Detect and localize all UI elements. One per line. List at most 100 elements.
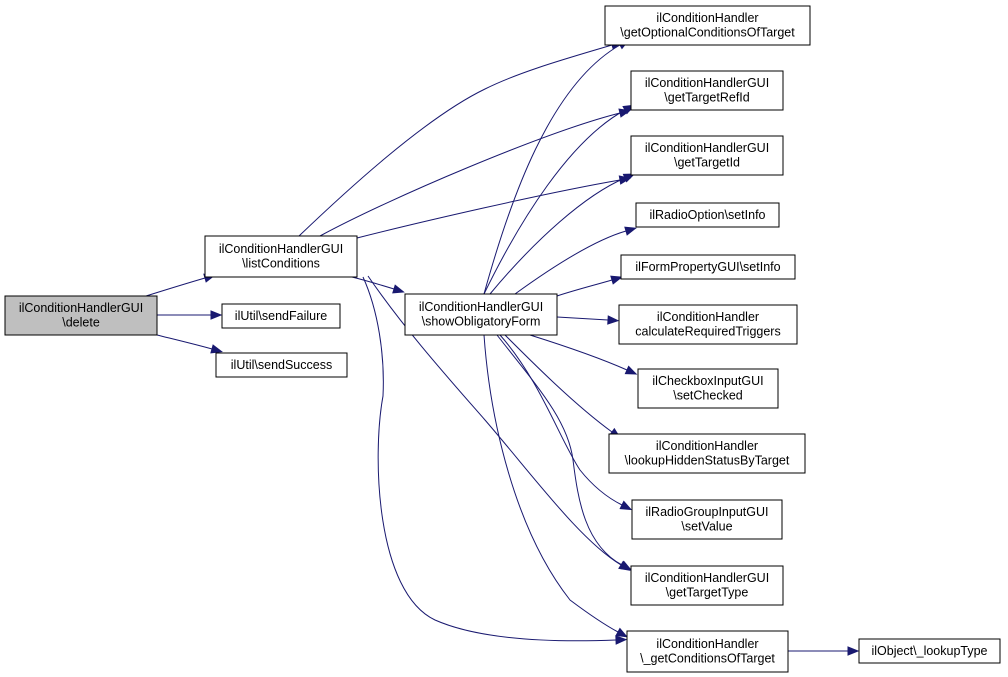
edge-showObligatoryForm-to-calculateRequiredTriggers bbox=[556, 315, 620, 325]
node-label-line: ilConditionHandlerGUI bbox=[645, 571, 769, 585]
node-label-line: \getTargetId bbox=[674, 156, 740, 170]
edge-line bbox=[489, 177, 626, 295]
edge-line bbox=[298, 44, 613, 237]
edge-showObligatoryForm-to-getTargetType bbox=[496, 334, 632, 571]
node-label-line: \setValue bbox=[681, 520, 732, 534]
arrowhead bbox=[615, 627, 628, 638]
arrowhead bbox=[624, 365, 638, 375]
arrowhead bbox=[624, 226, 637, 236]
node-calculateRequiredTriggers[interactable]: ilConditionHandlercalculateRequiredTrigg… bbox=[618, 304, 798, 345]
node-box bbox=[608, 433, 806, 474]
arrowhead bbox=[619, 560, 632, 571]
node-box bbox=[630, 70, 784, 111]
node-lookupHiddenStatusByTarget[interactable]: ilConditionHandler\lookupHiddenStatusByT… bbox=[608, 433, 806, 474]
node-label-line: \setChecked bbox=[673, 389, 743, 403]
node-showObligatoryForm[interactable]: ilConditionHandlerGUI\showObligatoryForm bbox=[404, 293, 558, 336]
node-label-line: \getTargetRefId bbox=[664, 91, 750, 105]
edge-showObligatoryForm-to-setValue bbox=[499, 334, 633, 511]
node-label-line: ilRadioGroupInputGUI bbox=[646, 505, 769, 519]
node-label-line: \getOptionalConditionsOfTarget bbox=[620, 26, 795, 40]
node-radioSetInfo[interactable]: ilRadioOption\setInfo bbox=[635, 202, 780, 228]
node-getTargetType[interactable]: ilConditionHandlerGUI\getTargetType bbox=[630, 565, 784, 606]
edge-listConditions-to-showObligatoryForm bbox=[351, 276, 405, 294]
edge-listConditions-to-getConditionsOfTarget bbox=[362, 276, 628, 645]
node-box bbox=[635, 202, 780, 228]
node-box bbox=[626, 630, 789, 673]
node-label-line: ilConditionHandler bbox=[657, 310, 759, 324]
node-sendFailure[interactable]: ilUtil\sendFailure bbox=[221, 303, 341, 329]
node-listConditions[interactable]: ilConditionHandlerGUI\listConditions bbox=[204, 235, 358, 278]
node-box bbox=[618, 304, 798, 345]
node-label-line: ilConditionHandlerGUI bbox=[219, 242, 343, 256]
node-lookupType[interactable]: ilObject\_lookupType bbox=[858, 638, 1001, 664]
node-box bbox=[604, 5, 811, 46]
node-label-line: \listConditions bbox=[242, 257, 320, 271]
edge-showObligatoryForm-to-formSetInfo bbox=[556, 275, 623, 297]
node-label-line: ilUtil\sendSuccess bbox=[231, 358, 332, 372]
edge-line bbox=[556, 316, 609, 321]
edges-layer bbox=[145, 39, 860, 656]
node-setValue[interactable]: ilRadioGroupInputGUI\setValue bbox=[631, 499, 783, 540]
node-box bbox=[637, 368, 779, 409]
node-label-line: ilRadioOption\setInfo bbox=[649, 208, 765, 222]
node-label-line: \delete bbox=[62, 316, 100, 330]
node-getTargetId[interactable]: ilConditionHandlerGUI\getTargetId bbox=[630, 135, 784, 176]
edge-line bbox=[556, 279, 613, 297]
node-label-line: ilConditionHandler bbox=[656, 11, 758, 25]
node-label-line: \lookupHiddenStatusByTarget bbox=[625, 454, 790, 468]
node-getOptionalConditionsOfTarget[interactable]: ilConditionHandler\getOptionalConditions… bbox=[604, 5, 811, 46]
edge-line bbox=[483, 109, 626, 295]
edge-showObligatoryForm-to-radioSetInfo bbox=[514, 226, 637, 295]
node-label-line: ilConditionHandlerGUI bbox=[19, 301, 143, 315]
edge-delete-to-sendFailure bbox=[157, 310, 223, 320]
arrowhead bbox=[615, 635, 628, 645]
edge-listConditions-to-getTargetId bbox=[356, 175, 632, 239]
node-box bbox=[630, 135, 784, 176]
node-box bbox=[4, 295, 158, 336]
node-box bbox=[620, 254, 796, 280]
edge-line bbox=[496, 334, 623, 566]
arrowhead bbox=[392, 284, 405, 294]
arrowhead bbox=[210, 344, 223, 354]
node-label-line: ilObject\_lookupType bbox=[871, 644, 987, 658]
node-label-line: \showObligatoryForm bbox=[422, 315, 541, 329]
edge-showObligatoryForm-to-getTargetRefId bbox=[483, 104, 635, 295]
node-label-line: calculateRequiredTriggers bbox=[635, 325, 780, 339]
arrowhead bbox=[210, 310, 223, 320]
arrowhead bbox=[619, 500, 633, 511]
node-getConditionsOfTarget[interactable]: ilConditionHandler\_getConditionsOfTarge… bbox=[626, 630, 789, 673]
arrowhead bbox=[622, 173, 636, 183]
node-label-line: \getTargetType bbox=[666, 586, 749, 600]
node-getTargetRefId[interactable]: ilConditionHandlerGUI\getTargetRefId bbox=[630, 70, 784, 111]
arrowhead bbox=[607, 315, 620, 325]
node-formSetInfo[interactable]: ilFormPropertyGUI\setInfo bbox=[620, 254, 796, 280]
edge-line bbox=[529, 334, 628, 371]
edge-line bbox=[504, 334, 613, 433]
node-box bbox=[858, 638, 1001, 664]
edge-showObligatoryForm-to-lookupHiddenStatusByTarget bbox=[504, 334, 622, 439]
edge-line bbox=[319, 112, 621, 237]
node-setChecked[interactable]: ilCheckboxInputGUI\setChecked bbox=[637, 368, 779, 409]
node-label-line: ilConditionHandler bbox=[656, 637, 758, 651]
node-sendSuccess[interactable]: ilUtil\sendSuccess bbox=[215, 352, 348, 378]
edge-delete-to-listConditions bbox=[145, 273, 216, 297]
node-box bbox=[204, 235, 358, 278]
edge-showObligatoryForm-to-setChecked bbox=[529, 334, 638, 375]
node-label-line: ilConditionHandlerGUI bbox=[645, 141, 769, 155]
node-label-line: ilFormPropertyGUI\setInfo bbox=[635, 260, 780, 274]
nodes-layer: ilConditionHandlerGUI\deleteilConditionH… bbox=[4, 5, 1001, 673]
node-box bbox=[631, 499, 783, 540]
node-label-line: ilConditionHandlerGUI bbox=[645, 76, 769, 90]
edge-showObligatoryForm-to-getConditionsOfTarget bbox=[483, 334, 628, 638]
edge-line bbox=[156, 334, 213, 350]
edge-line bbox=[362, 276, 617, 642]
edge-line bbox=[356, 179, 621, 239]
edge-line bbox=[483, 334, 619, 633]
node-delete[interactable]: ilConditionHandlerGUI\delete bbox=[4, 295, 158, 336]
edge-getConditionsOfTarget-to-lookupType bbox=[787, 646, 860, 656]
edge-line bbox=[514, 230, 627, 295]
edge-listConditions-to-getTargetRefId bbox=[319, 108, 631, 237]
edge-listConditions-to-getOptionalConditionsOfTarget bbox=[298, 40, 623, 237]
node-box bbox=[630, 565, 784, 606]
